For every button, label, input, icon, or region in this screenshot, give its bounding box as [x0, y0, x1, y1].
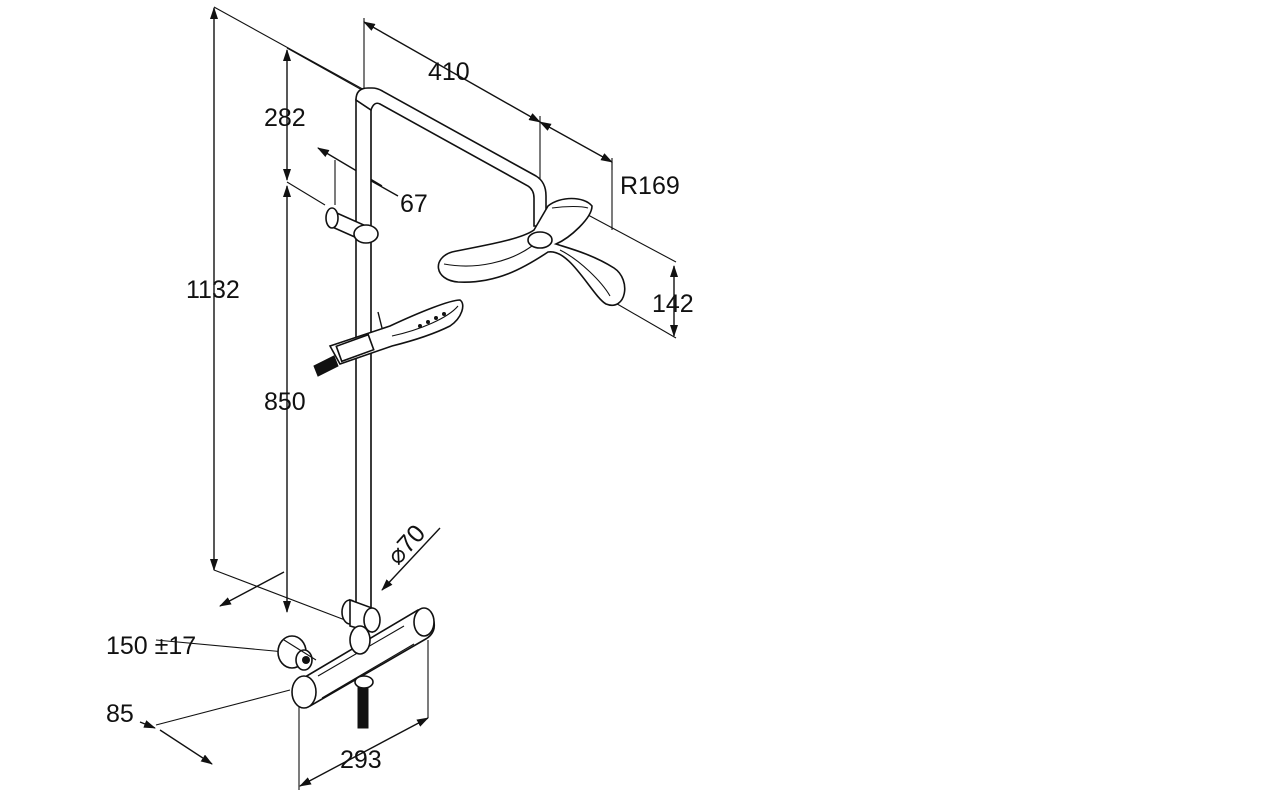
- dim-293: 293: [340, 746, 382, 774]
- dim-142: 142: [652, 290, 694, 318]
- dim-1132: 1132: [186, 276, 240, 304]
- dim-410: 410: [428, 58, 470, 86]
- diverter-connector: [341, 598, 381, 634]
- thermostatic-mixer: [291, 607, 436, 729]
- slider-bracket: [325, 207, 379, 244]
- dimension-labels: 1132 282 850 67 410 R169 142 ⌀70 150 ±17…: [106, 58, 694, 774]
- svg-text:⌀70: ⌀70: [382, 519, 431, 570]
- dimension-lines: [139, 7, 678, 787]
- dim-282: 282: [264, 104, 306, 132]
- hand-shower: [313, 299, 464, 377]
- dim-67: 67: [400, 190, 428, 218]
- dim-850: 850: [264, 388, 306, 416]
- dim-r169: R169: [620, 172, 680, 200]
- dim-diameter-70: ⌀70: [382, 519, 431, 570]
- dim-85: 85: [106, 700, 134, 728]
- wall-eccentric-left: [277, 635, 317, 671]
- overhead-shower-head: [437, 197, 626, 307]
- dim-150: 150 ±17: [106, 632, 196, 660]
